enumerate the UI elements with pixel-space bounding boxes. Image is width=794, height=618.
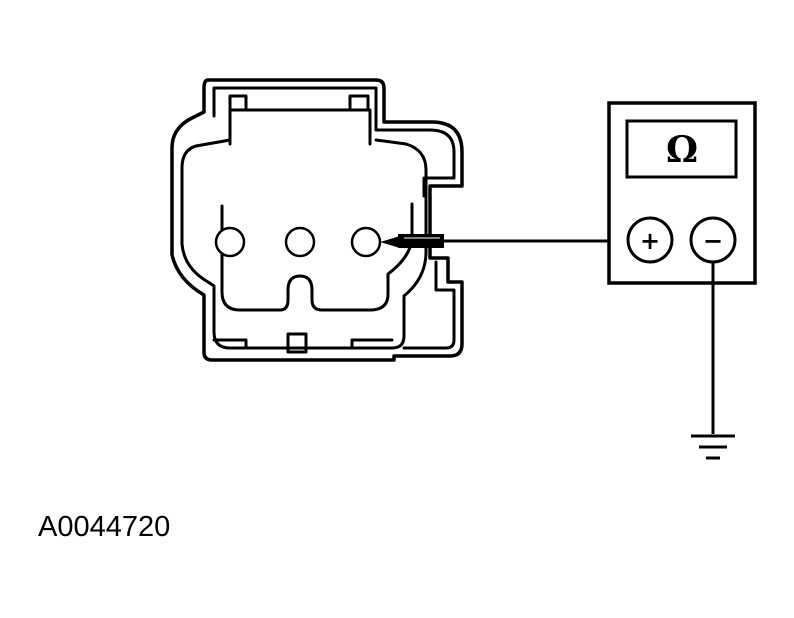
ground-icon [691, 434, 735, 460]
ohm-symbol: Ω [666, 129, 698, 171]
connector-bottom-key [286, 332, 308, 354]
probe-body [398, 234, 444, 248]
electrical-connector [170, 78, 464, 362]
connector-pin-cavity [220, 202, 414, 312]
ohmmeter: Ω + − [607, 101, 757, 285]
connector-latch [228, 108, 372, 146]
figure-id-label: A0044720 [38, 511, 171, 543]
connector-housing-inner [180, 138, 428, 350]
connector-top-rim [212, 86, 456, 198]
connector-latch-notch-left [228, 94, 248, 112]
connector-pins [214, 226, 382, 258]
positive-terminal-label: + [640, 227, 660, 255]
positive-terminal [626, 216, 674, 264]
connector-bottom-tab-left [212, 338, 248, 350]
connector-pin-2 [284, 226, 316, 258]
connector-bottom-tab-right [350, 338, 394, 350]
connector-side-lock [402, 260, 456, 350]
ohmmeter-display [625, 119, 738, 179]
connector-housing-outer [170, 78, 464, 362]
probe-tip [380, 236, 400, 248]
connector-pin-3 [350, 226, 382, 258]
test-probe [380, 234, 444, 248]
connector-latch-notch-right [348, 94, 370, 112]
connector-pin-1 [214, 226, 246, 258]
negative-terminal-label: − [703, 227, 723, 255]
